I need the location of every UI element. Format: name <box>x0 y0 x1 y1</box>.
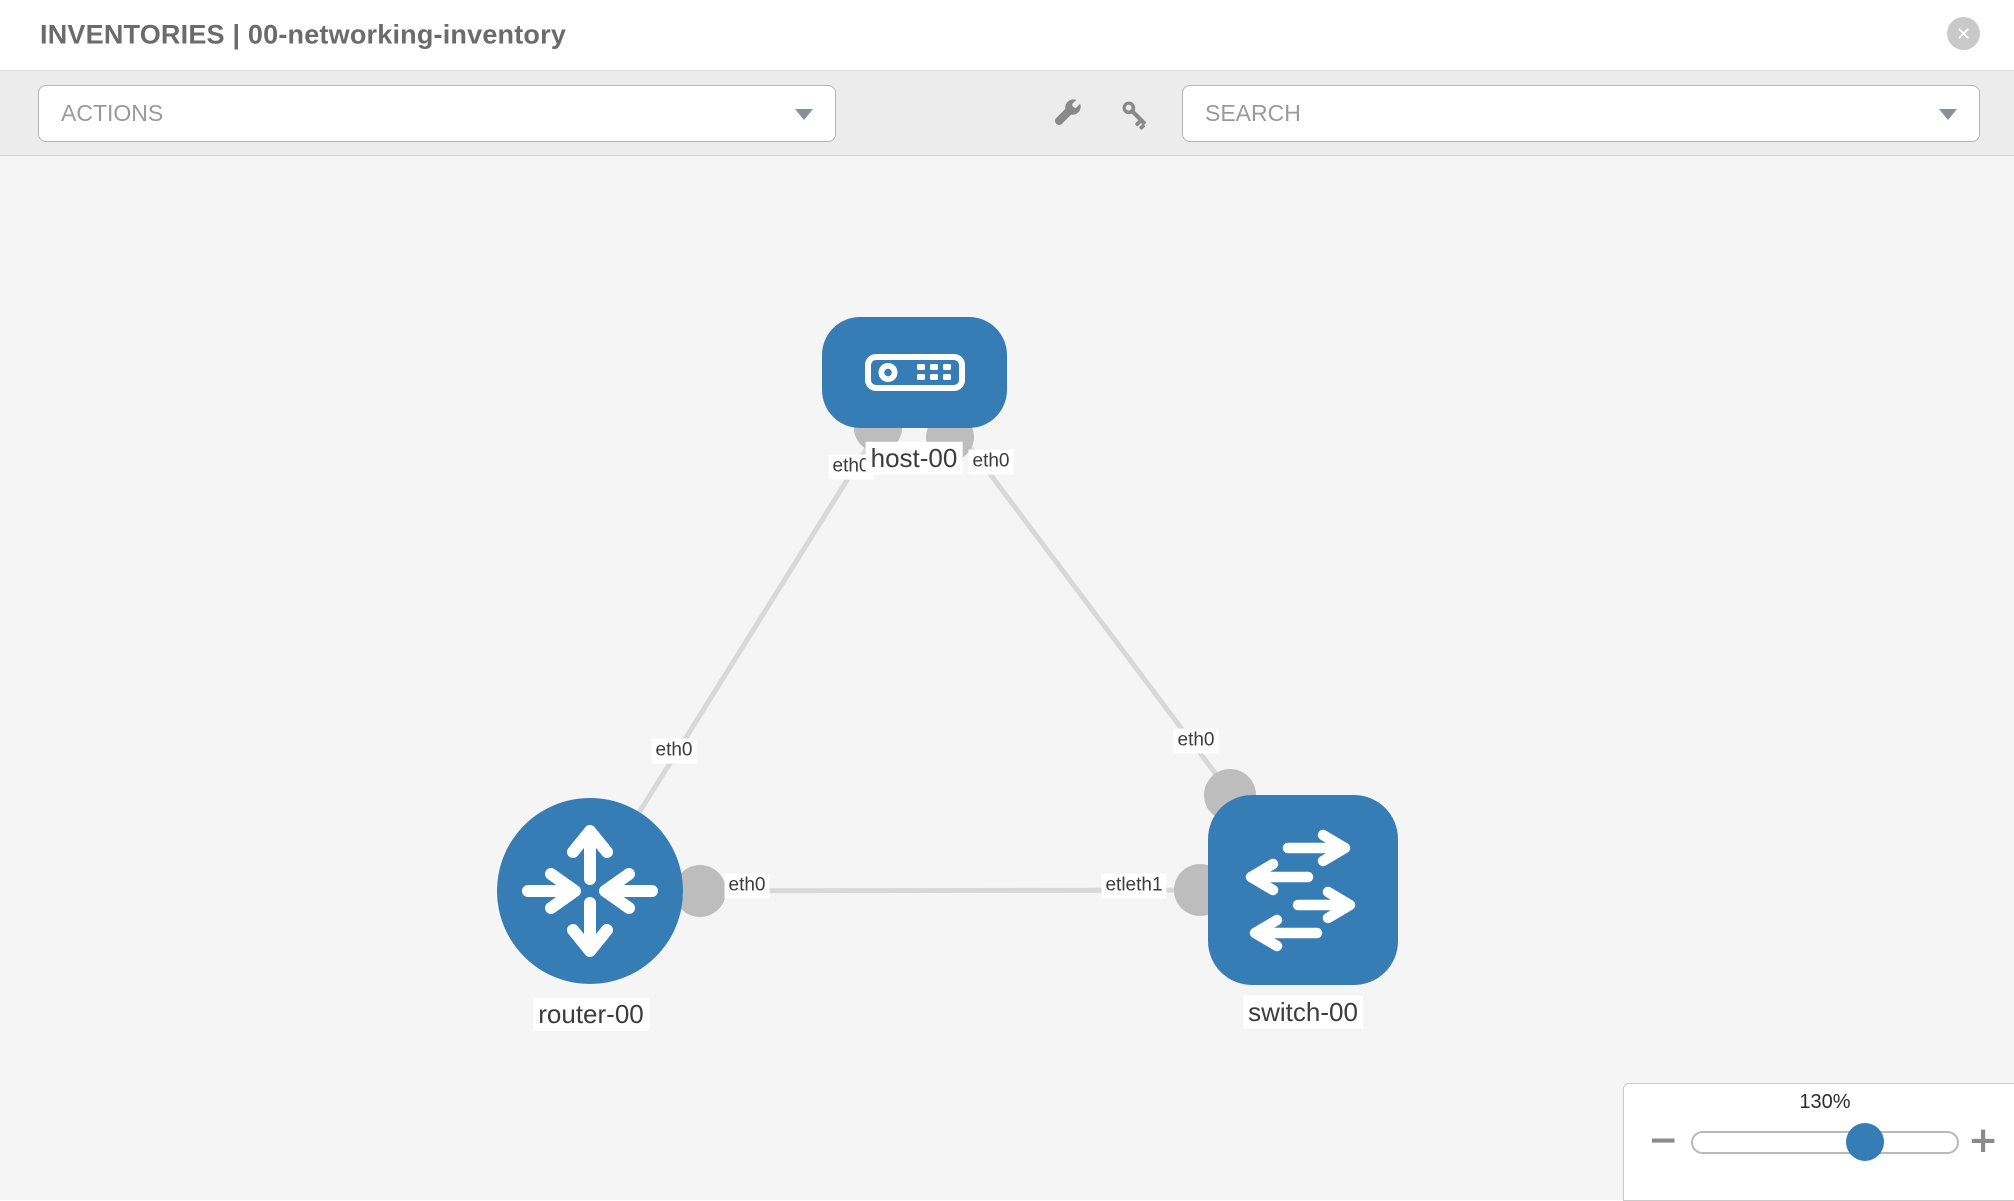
search-combobox[interactable] <box>1182 85 1980 142</box>
panel-header: INVENTORIES | 00-networking-inventory ✕ <box>0 0 2014 70</box>
node-label-router-00: router-00 <box>533 997 649 1031</box>
switch-arrows-icon <box>1245 829 1356 952</box>
router-arrows-icon <box>522 825 658 957</box>
actions-dropdown-label: ACTIONS <box>61 100 164 126</box>
interface-label-switch-lan: etleth1 <box>1101 873 1167 899</box>
chevron-down-icon <box>795 108 813 120</box>
link-endpoints <box>674 404 1256 917</box>
actions-dropdown[interactable]: ACTIONS <box>38 85 836 142</box>
page-title: INVENTORIES | 00-networking-inventory <box>40 19 567 50</box>
node-label-host-00: host-00 <box>865 441 963 475</box>
zoom-control-panel: 130% − + <box>1623 1083 2014 1201</box>
zoom-slider-handle[interactable] <box>1846 1123 1884 1161</box>
node-label-switch-00: switch-00 <box>1243 995 1363 1029</box>
toolbar: ACTIONS <box>0 70 2014 156</box>
zoom-level-value: 130% <box>1799 1091 1851 1113</box>
node-host-00[interactable] <box>822 317 1007 428</box>
interface-label-router-lan: eth0 <box>724 873 770 899</box>
interface-label-router-uplink: eth0 <box>651 738 697 764</box>
node-switch-00[interactable] <box>1208 795 1398 985</box>
zoom-in-button[interactable]: + <box>1968 1120 1999 1161</box>
chevron-down-icon <box>1939 108 1957 120</box>
wrench-icon <box>1055 99 1081 125</box>
close-button[interactable]: ✕ <box>1947 17 1980 50</box>
credentials-button[interactable] <box>1113 92 1157 136</box>
interface-label-switch-uplink: eth0 <box>1173 728 1219 754</box>
topology-canvas[interactable]: eth0 eth0 eth0 eth0 eth0 etleth1 host-00… <box>0 156 2014 1201</box>
node-router-00[interactable] <box>497 798 683 984</box>
endpoint-router-lan <box>674 865 726 917</box>
close-icon: ✕ <box>1955 23 1972 44</box>
search-input[interactable] <box>1205 100 1885 127</box>
zoom-out-button[interactable]: − <box>1648 1120 1679 1161</box>
key-icon <box>1122 101 1147 130</box>
server-icon <box>865 354 965 391</box>
interface-label-host-to-switch: eth0 <box>968 449 1014 475</box>
zoom-slider-track[interactable] <box>1691 1123 1959 1161</box>
configure-button[interactable] <box>1044 92 1088 136</box>
